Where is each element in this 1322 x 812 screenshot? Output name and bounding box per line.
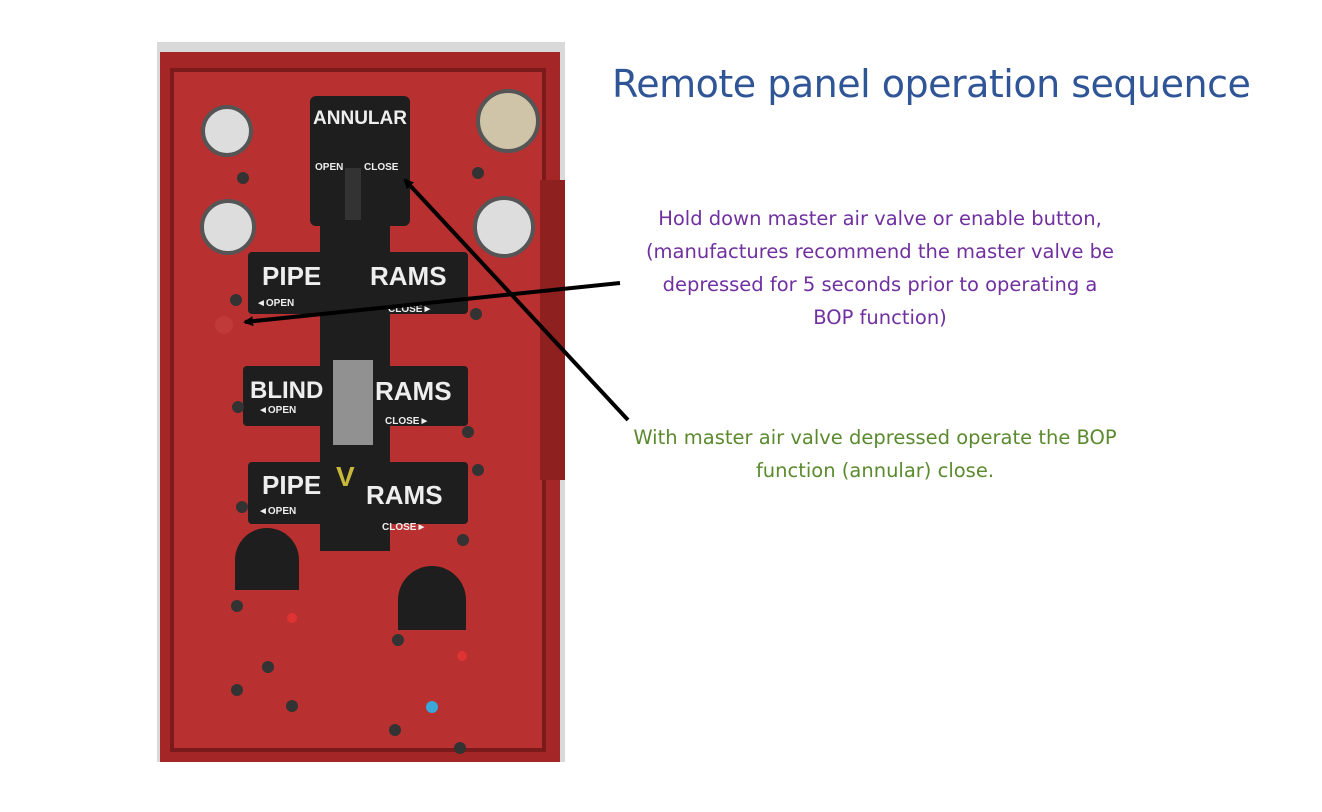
close-label: CLOSE► [382, 522, 426, 533]
close-label: CLOSE► [388, 304, 432, 315]
safety-cover [333, 360, 373, 445]
arrow-to-master-valve [243, 281, 621, 327]
operate-function-note: With master air valve depressed operate … [633, 426, 1117, 482]
open-label: ◄OPEN [258, 405, 296, 416]
open-label: ◄OPEN [256, 298, 294, 309]
rams-label: RAMS [375, 376, 452, 406]
close-label: CLOSE [364, 162, 399, 173]
pipe-label: PIPE [262, 470, 321, 500]
close-label: CLOSE► [385, 416, 429, 427]
annular-lever [345, 168, 361, 220]
slide-title: Remote panel operation sequence [612, 62, 1251, 106]
pressure-gauge-icon [201, 105, 253, 157]
pressure-gauge-icon [200, 199, 256, 255]
pressure-gauge-icon [473, 196, 535, 258]
annular-label: ANNULAR [313, 108, 407, 129]
master-valve-note: Hold down master air valve or enable but… [645, 207, 1115, 329]
remote-panel-photo: ANNULAR OPEN CLOSE PIPE RAMS ◄OPEN CLOSE… [157, 42, 565, 762]
v-mark: V [336, 461, 355, 492]
pressure-gauge-icon [476, 89, 540, 153]
rams-label: RAMS [370, 261, 447, 291]
arrow-to-annular-close [403, 178, 630, 422]
blind-label: BLIND [250, 377, 323, 404]
open-label: OPEN [315, 162, 343, 173]
open-label: ◄OPEN [258, 506, 296, 517]
rams-label: RAMS [366, 480, 443, 510]
pipe-label: PIPE [262, 261, 321, 291]
